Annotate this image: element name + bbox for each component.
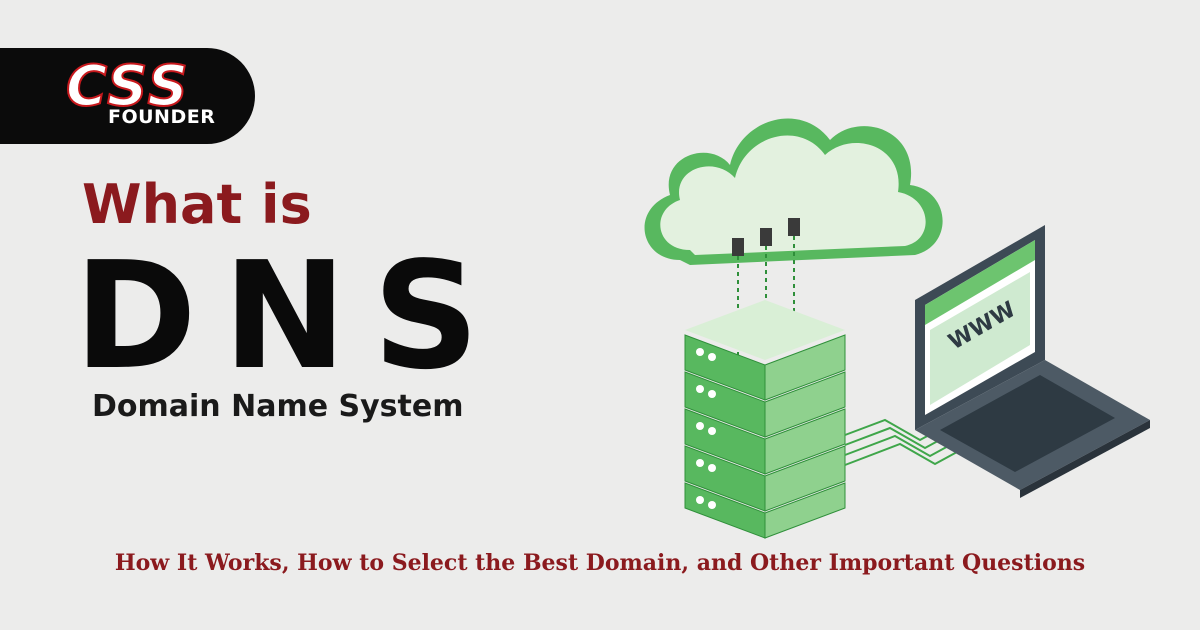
dns-illustration: WWW bbox=[644, 118, 1150, 539]
laptop-icon bbox=[915, 225, 1150, 498]
cable-connectors bbox=[732, 218, 800, 360]
tagline: How It Works, How to Select the Best Dom… bbox=[114, 550, 1086, 576]
logo: CSS FOUNDER bbox=[58, 53, 238, 140]
server-stack-icon bbox=[684, 300, 846, 539]
logo-primary-text: CSS bbox=[65, 53, 190, 120]
logo-secondary-text: FOUNDER bbox=[108, 106, 216, 128]
heading-prefix: What is bbox=[82, 173, 312, 236]
logo-badge bbox=[0, 48, 255, 144]
cloud-icon bbox=[644, 118, 943, 265]
heading-acronym: DNS bbox=[74, 230, 506, 402]
heading-expansion: Domain Name System bbox=[92, 389, 464, 424]
